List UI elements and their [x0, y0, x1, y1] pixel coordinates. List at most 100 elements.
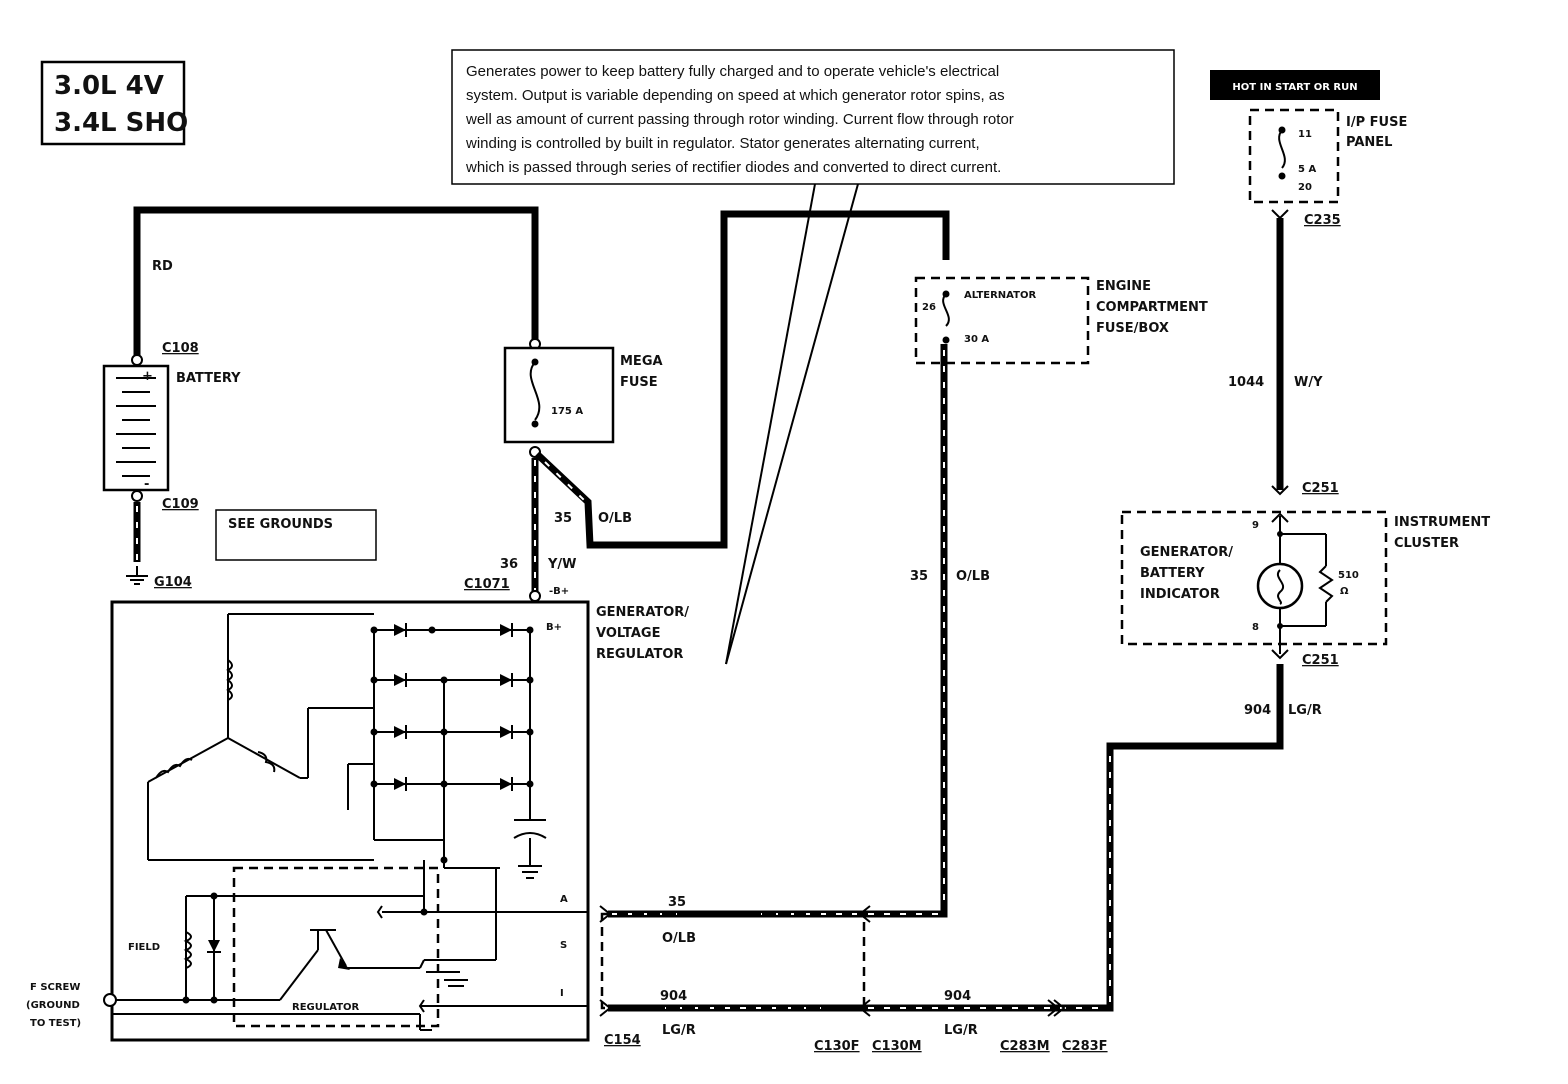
mega-fuse: [503, 338, 615, 458]
connector-c283f: C283F: [1062, 1039, 1108, 1054]
leader-line: [725, 183, 816, 665]
fuse-box-label-3: FUSE/BOX: [1096, 321, 1169, 336]
engine-fuse-box: [914, 276, 1090, 365]
connector-c283m: C283M: [1000, 1039, 1050, 1054]
ground-screw-line-1: F SCREW: [30, 982, 80, 993]
battery-plus: +: [142, 369, 153, 384]
wire-olb-label-bottom: O/LB: [662, 931, 696, 946]
connector-c251-bottom: C251: [1302, 653, 1339, 668]
rectifier-bridge: [370, 623, 547, 879]
wire-35-label-mid: 35: [910, 569, 928, 584]
wire-904-label-1: 904: [660, 989, 687, 1004]
battery-label: BATTERY: [176, 371, 241, 386]
field-and-regulator: [112, 860, 588, 1031]
wire-lgr-label-3: LG/R: [1288, 703, 1322, 718]
ground-screw-terminal: [103, 993, 117, 1007]
wire-lgr-label-1: LG/R: [662, 1023, 696, 1038]
ground-g104: G104: [154, 575, 192, 590]
wire-lgr-label-2: LG/R: [944, 1023, 978, 1038]
fuse-box-fuse-name: ALTERNATOR: [964, 290, 1036, 301]
cluster-resistor-value: 510: [1338, 570, 1359, 581]
ip-fuse-label-1: I/P FUSE: [1346, 115, 1407, 130]
wire-35-label-bottom: 35: [668, 895, 686, 910]
battery-minus: -: [144, 477, 149, 492]
wire-rd: [133, 206, 539, 358]
connector-c154: C154: [604, 1033, 641, 1048]
connector-c108: C108: [162, 341, 199, 356]
wire-wy-label: W/Y: [1294, 375, 1323, 390]
terminal-bplus: B+: [546, 622, 562, 633]
fuse-box-rating: 30 A: [964, 334, 989, 345]
ip-fuse-panel: [1248, 108, 1340, 204]
description-line-1: Generates power to keep battery fully ch…: [466, 63, 999, 80]
ground-screw-line-2: (GROUND: [26, 1000, 80, 1011]
regulator-label: REGULATOR: [292, 1002, 360, 1013]
wire-35-upper: [534, 210, 950, 549]
wire-904-label-2: 904: [944, 989, 971, 1004]
field-label: FIELD: [128, 942, 160, 953]
see-grounds-label: SEE GROUNDS: [228, 517, 333, 532]
see-grounds-box: [215, 509, 377, 561]
description-line-5: which is passed through series of rectif…: [465, 159, 1001, 176]
connector-c235: C235: [1304, 213, 1341, 228]
connector-c154-c130-bracket: [600, 912, 866, 1010]
wire-36-label: 36: [500, 557, 518, 572]
wire-yw-label: Y/W: [547, 557, 577, 572]
connector-chevron: [1271, 485, 1289, 496]
instrument-cluster: [1120, 510, 1388, 660]
description-line-3: well as amount of current passing throug…: [465, 111, 1014, 128]
connector-c1071: C1071: [464, 577, 510, 592]
battery: + -: [102, 354, 170, 502]
ip-fuse-label-2: PANEL: [1346, 135, 1392, 150]
ground-screw-line-3: TO TEST): [30, 1018, 81, 1029]
stator-winding: [147, 613, 374, 861]
description-line-4: winding is controlled by built in regula…: [465, 135, 980, 152]
wire-1044-label: 1044: [1228, 375, 1264, 390]
cluster-label-1: INSTRUMENT: [1394, 515, 1490, 530]
fuse-box-fuse-num: 26: [922, 302, 936, 313]
wire-olb-label-upper: O/LB: [598, 511, 632, 526]
wire-olb-label-mid: O/LB: [956, 569, 990, 584]
indicator-label-2: BATTERY: [1140, 566, 1205, 581]
connector-c130m: C130M: [872, 1039, 922, 1054]
indicator-label-1: GENERATOR/: [1140, 545, 1233, 560]
generator-label-1: GENERATOR/: [596, 605, 689, 620]
connector-c109: C109: [162, 497, 199, 512]
bplus-note: -B+: [549, 586, 569, 597]
mega-fuse-rating: 175 A: [551, 406, 583, 417]
fuse-box-label-2: COMPARTMENT: [1096, 300, 1208, 315]
hot-in-start-or-run-bar: HOT IN START OR RUN: [1210, 70, 1380, 100]
mega-fuse-label-2: FUSE: [620, 375, 658, 390]
wire-35-label-upper: 35: [554, 511, 572, 526]
description-line-2: system. Output is variable depending on …: [466, 87, 1005, 104]
fuse-box-label-1: ENGINE: [1096, 279, 1151, 294]
description-box: Generates power to keep battery fully ch…: [451, 49, 1175, 665]
cluster-pin-bottom: 8: [1252, 622, 1259, 633]
connector-c130f: C130F: [814, 1039, 860, 1054]
mega-fuse-label-1: MEGA: [620, 354, 663, 369]
engine-label-box: 3.0L 4V 3.4L SHO: [40, 60, 188, 146]
ip-fuse-pin-top: 11: [1298, 129, 1312, 140]
indicator-label-3: INDICATOR: [1140, 587, 1220, 602]
connector-chevron: [1271, 209, 1289, 220]
terminal-s: S: [560, 940, 567, 951]
cluster-resistor-unit: Ω: [1340, 586, 1349, 597]
generator-label-2: VOLTAGE: [596, 626, 661, 641]
ip-fuse-rating: 5 A: [1298, 164, 1316, 175]
cluster-label-2: CLUSTER: [1394, 536, 1459, 551]
connector-c251-top: C251: [1302, 481, 1339, 496]
wire-904: [608, 664, 1284, 1012]
engine-line-1: 3.0L 4V: [54, 71, 164, 101]
engine-line-2: 3.4L SHO: [54, 108, 188, 138]
terminal-i: I: [560, 988, 564, 999]
wire-904-label-3: 904: [1244, 703, 1271, 718]
ground-icon: [126, 566, 148, 585]
terminal-a: A: [560, 894, 568, 905]
ip-fuse-pin-bottom: 20: [1298, 182, 1312, 193]
hot-label: HOT IN START OR RUN: [1232, 82, 1357, 93]
cluster-pin-top: 9: [1252, 520, 1259, 531]
generator-label-3: REGULATOR: [596, 647, 683, 662]
leader-line: [725, 183, 859, 665]
wire-rd-label: RD: [152, 259, 173, 274]
